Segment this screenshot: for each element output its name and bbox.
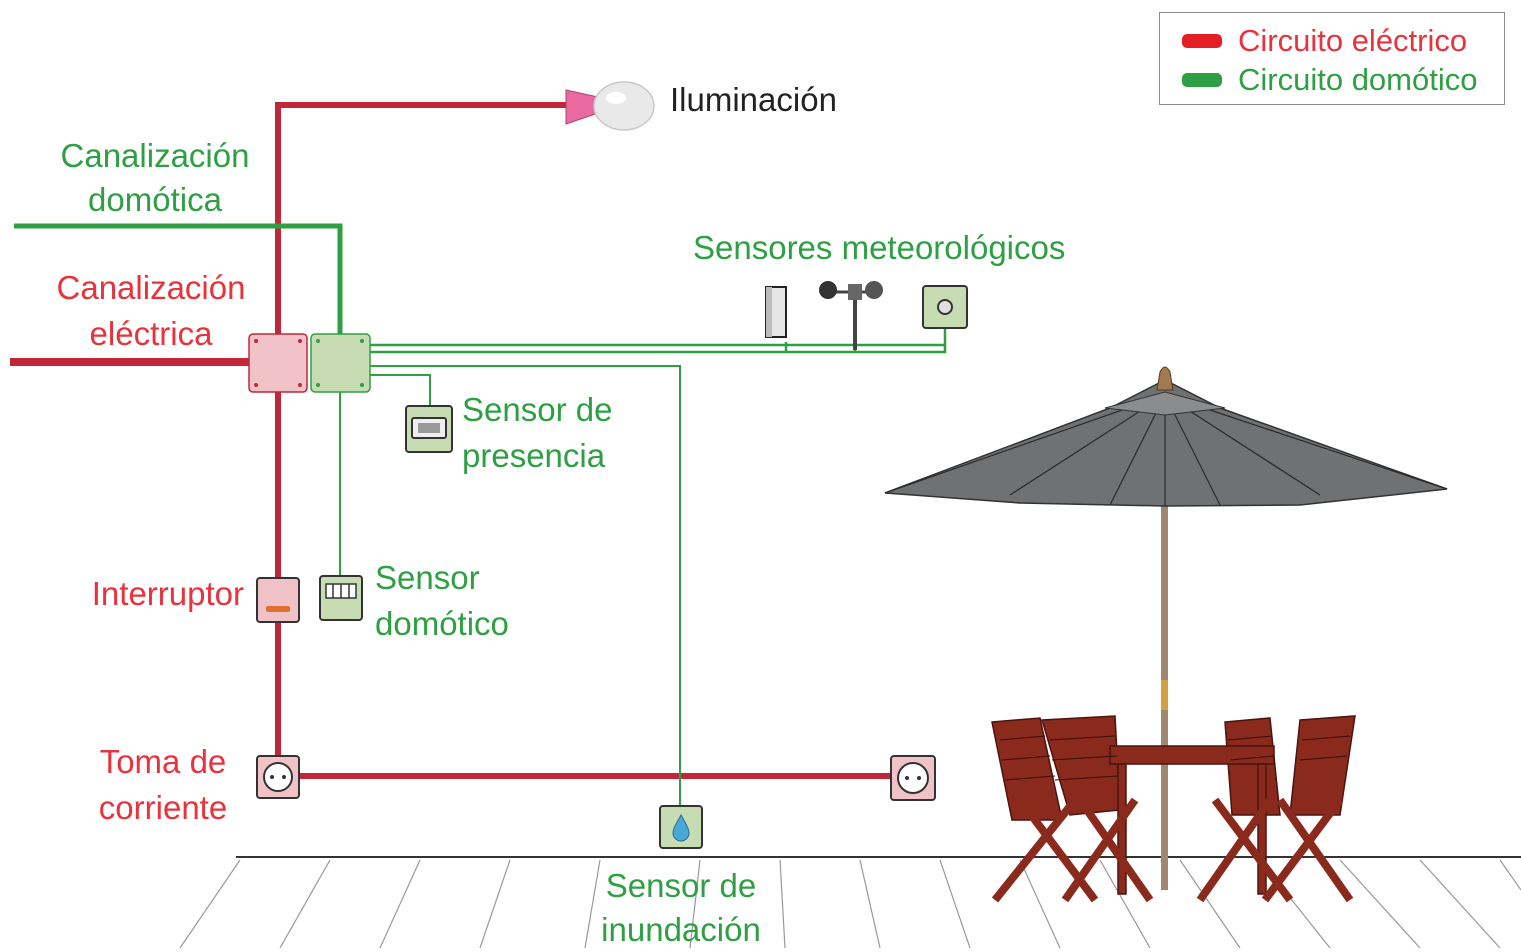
presence-sensor-icon	[405, 405, 453, 453]
socket-icon	[256, 755, 300, 799]
domotic-sensor-icon	[319, 575, 363, 621]
socket-icon	[890, 755, 936, 801]
label-electric-channel-line1: Canalización	[56, 269, 246, 306]
label-weather-sensors: Sensores meteorológicos	[693, 229, 1066, 266]
light-sensor-icon	[922, 285, 968, 329]
electric-junction-box	[248, 333, 308, 393]
light-bulb-icon	[565, 81, 655, 131]
switch-icon	[256, 577, 300, 623]
label-socket-line1: Toma de	[99, 743, 227, 780]
rain-gauge-icon	[765, 286, 787, 338]
label-flood-sensor-line2: inundación	[601, 911, 761, 948]
table-chairs-icon	[991, 715, 1356, 903]
domotic-junction-box	[310, 333, 371, 393]
label-domotic-channel-line1: Canalización	[60, 137, 250, 174]
water-drop-icon	[659, 805, 703, 849]
label-domotic-channel-line2: domótica	[88, 181, 222, 218]
label-presence-sensor-line2: presencia	[462, 437, 606, 474]
label-flood-sensor-line1: Sensor de	[605, 867, 757, 904]
label-presence-sensor-line1: Sensor de	[462, 391, 613, 428]
label-electric-channel-line2: eléctrica	[89, 315, 213, 352]
electric-circuit	[10, 102, 893, 779]
anemometer-icon	[819, 281, 883, 350]
label-lighting: Iluminación	[670, 81, 837, 118]
label-switch: Interruptor	[91, 575, 244, 612]
label-socket-line2: corriente	[98, 789, 228, 826]
legend-item-domotic: Circuito domótico	[1182, 62, 1477, 98]
legend-swatch-electric	[1182, 34, 1222, 48]
label-domotic-sensor-line1: Sensor	[375, 559, 480, 596]
domotic-circuit	[14, 223, 947, 806]
legend-item-electric: Circuito eléctrico	[1182, 23, 1467, 59]
legend-label-electric: Circuito eléctrico	[1238, 23, 1468, 58]
label-domotic-sensor-line2: domótico	[375, 605, 509, 642]
wooden-floor	[179, 856, 1521, 948]
legend-label-domotic: Circuito domótico	[1238, 62, 1478, 97]
umbrella-icon	[884, 366, 1448, 890]
legend-swatch-domotic	[1182, 73, 1222, 87]
legend: Circuito eléctrico Circuito domótico	[1159, 12, 1505, 105]
